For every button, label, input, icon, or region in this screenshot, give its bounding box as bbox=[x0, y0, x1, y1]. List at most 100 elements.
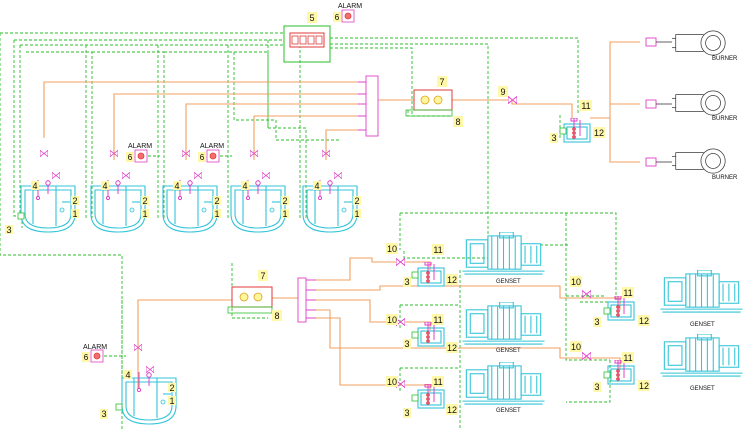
svg-text:6: 6 bbox=[128, 153, 133, 162]
badge-7-top: 7 bbox=[437, 76, 447, 87]
svg-text:ALARM: ALARM bbox=[83, 344, 107, 351]
badge-5: 5 bbox=[307, 12, 317, 23]
storage-tank-3 bbox=[162, 180, 218, 233]
storage-tank-bottom bbox=[115, 344, 177, 425]
svg-text:GENSET: GENSET bbox=[690, 386, 715, 392]
burner-3: BURNER bbox=[645, 148, 738, 181]
svg-text:7: 7 bbox=[439, 77, 444, 87]
badge-8-bottom: 8 bbox=[272, 310, 282, 321]
svg-text:12: 12 bbox=[639, 316, 649, 326]
svg-text:4: 4 bbox=[102, 181, 107, 191]
svg-text:12: 12 bbox=[447, 343, 457, 353]
storage-tank-1 bbox=[20, 180, 76, 233]
genset-unit-3: GENSET bbox=[396, 362, 546, 414]
genset-unit-4: GENSET bbox=[582, 270, 744, 328]
badge-9: 9 bbox=[498, 86, 508, 97]
svg-text:4: 4 bbox=[242, 181, 247, 191]
svg-text:4: 4 bbox=[174, 181, 179, 191]
svg-text:3: 3 bbox=[594, 382, 599, 392]
genset-unit-1: GENSET bbox=[396, 232, 546, 287]
svg-text:11: 11 bbox=[433, 315, 442, 325]
svg-text:10: 10 bbox=[571, 342, 581, 352]
genset-unit-2: GENSET bbox=[396, 302, 546, 354]
svg-text:3: 3 bbox=[101, 409, 106, 419]
svg-text:GENSET: GENSET bbox=[496, 348, 521, 354]
svg-text:1: 1 bbox=[72, 209, 77, 219]
burner-2: BURNER bbox=[645, 90, 738, 122]
svg-text:11: 11 bbox=[433, 377, 442, 387]
svg-text:12: 12 bbox=[447, 405, 457, 415]
svg-text:11: 11 bbox=[581, 101, 590, 111]
badge-11-burner: 11 bbox=[580, 100, 592, 111]
svg-text:ALARM: ALARM bbox=[200, 143, 224, 150]
alarm-top: ALARM 6 bbox=[333, 3, 362, 23]
svg-text:ALARM: ALARM bbox=[338, 3, 362, 10]
manifold-top bbox=[358, 75, 379, 137]
svg-text:2: 2 bbox=[282, 196, 287, 206]
svg-text:3: 3 bbox=[6, 225, 11, 235]
svg-text:9: 9 bbox=[500, 87, 505, 97]
svg-text:10: 10 bbox=[387, 315, 397, 325]
svg-text:3: 3 bbox=[551, 133, 556, 143]
svg-text:GENSET: GENSET bbox=[496, 279, 521, 285]
svg-text:1: 1 bbox=[282, 209, 287, 219]
pump-unit-top bbox=[405, 89, 453, 117]
svg-text:1: 1 bbox=[142, 209, 147, 219]
pump-unit-bottom bbox=[227, 286, 273, 314]
svg-text:10: 10 bbox=[571, 277, 581, 287]
alarm-middle: ALARM 6 bbox=[198, 143, 224, 163]
svg-text:3: 3 bbox=[404, 339, 409, 349]
storage-tank-5 bbox=[302, 180, 358, 233]
svg-text:6: 6 bbox=[335, 13, 340, 22]
svg-text:2: 2 bbox=[169, 383, 174, 393]
svg-text:3: 3 bbox=[404, 408, 409, 418]
svg-text:6: 6 bbox=[84, 353, 89, 362]
svg-text:3: 3 bbox=[594, 317, 599, 327]
svg-text:8: 8 bbox=[455, 117, 460, 127]
alarm-left: ALARM 6 bbox=[126, 143, 152, 163]
svg-text:11: 11 bbox=[623, 353, 632, 363]
day-tank-burner bbox=[559, 118, 591, 143]
svg-text:2: 2 bbox=[354, 196, 359, 206]
svg-text:4: 4 bbox=[125, 370, 130, 380]
svg-text:12: 12 bbox=[594, 128, 604, 138]
svg-text:BURNER: BURNER bbox=[712, 116, 738, 122]
svg-text:GENSET: GENSET bbox=[690, 322, 715, 328]
svg-text:GENSET: GENSET bbox=[496, 408, 521, 414]
fuel-lines bbox=[43, 41, 640, 392]
svg-text:10: 10 bbox=[387, 377, 397, 387]
storage-tank-4 bbox=[230, 180, 286, 233]
svg-text:4: 4 bbox=[32, 181, 37, 191]
control-panel bbox=[283, 25, 331, 63]
tank-badges-bottom: 4 2 1 3 bbox=[100, 370, 176, 419]
svg-text:ALARM: ALARM bbox=[128, 143, 152, 150]
svg-text:8: 8 bbox=[274, 311, 279, 321]
svg-text:11: 11 bbox=[433, 245, 442, 255]
svg-text:11: 11 bbox=[623, 288, 632, 298]
svg-text:1: 1 bbox=[214, 209, 219, 219]
svg-text:6: 6 bbox=[200, 153, 205, 162]
svg-text:1: 1 bbox=[169, 396, 174, 406]
manifold-bottom bbox=[297, 277, 316, 323]
svg-text:2: 2 bbox=[72, 196, 77, 206]
badge-7-bottom: 7 bbox=[258, 270, 268, 281]
svg-text:4: 4 bbox=[314, 181, 319, 191]
alarm-bottom: ALARM 6 bbox=[82, 344, 107, 363]
burner-1: BURNER bbox=[645, 30, 738, 62]
svg-text:12: 12 bbox=[639, 381, 649, 391]
svg-text:10: 10 bbox=[387, 244, 397, 254]
svg-text:1: 1 bbox=[354, 209, 359, 219]
svg-text:5: 5 bbox=[309, 13, 314, 23]
svg-text:BURNER: BURNER bbox=[712, 56, 738, 62]
svg-text:12: 12 bbox=[447, 275, 457, 285]
tank-badges-top: 4 4 4 4 4 2 2 2 2 2 1 1 1 1 1 3 bbox=[5, 181, 361, 235]
svg-text:3: 3 bbox=[404, 277, 409, 287]
signal-lines bbox=[0, 32, 617, 431]
svg-text:2: 2 bbox=[142, 196, 147, 206]
svg-text:BURNER: BURNER bbox=[712, 175, 738, 181]
svg-text:2: 2 bbox=[214, 196, 219, 206]
badge-3-burner: 3 bbox=[550, 133, 558, 143]
badge-8-top: 8 bbox=[453, 116, 463, 127]
